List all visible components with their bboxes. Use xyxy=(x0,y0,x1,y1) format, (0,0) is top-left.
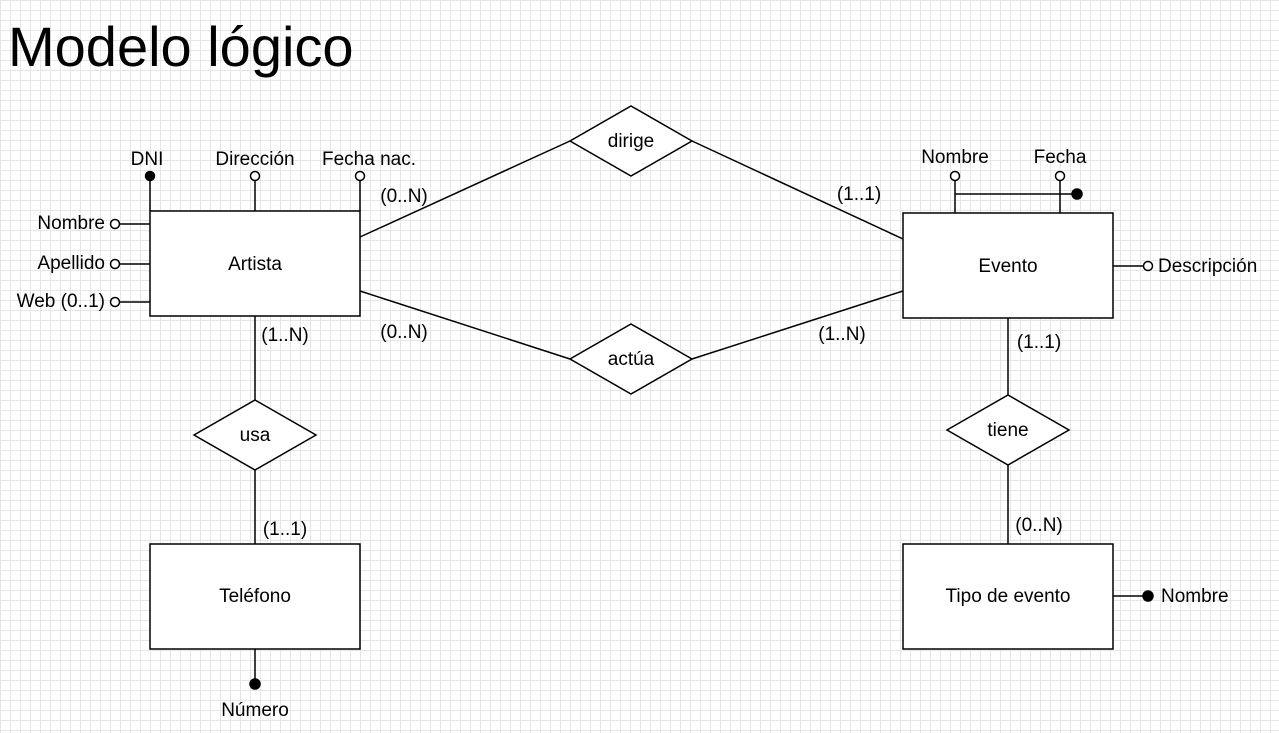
relationship-usa[interactable]: usa xyxy=(192,399,318,471)
attribute-circle-direccion xyxy=(249,170,261,182)
cardinality-tipo-tiene: (0..N) xyxy=(1015,515,1063,536)
entity-evento[interactable]: Evento xyxy=(902,212,1114,319)
cardinality-evento-dirige: (1..1) xyxy=(837,184,881,205)
relationship-actua[interactable]: actúa xyxy=(568,323,694,395)
attribute-circle-nombre xyxy=(109,218,121,230)
relationship-tiene[interactable]: tiene xyxy=(945,394,1071,466)
entity-artista[interactable]: Artista xyxy=(149,210,361,317)
relationship-usa-label: usa xyxy=(240,425,271,446)
key-attribute-dot-tipo-nombre xyxy=(1142,590,1154,602)
attribute-circle-evento-nombre xyxy=(949,170,961,182)
diagram-title: Modelo lógico xyxy=(8,15,354,78)
attribute-label-direccion: Dirección xyxy=(215,149,294,170)
cardinality-evento-actua: (1..N) xyxy=(818,324,866,345)
edge-artista-actua xyxy=(359,290,571,360)
entity-telefono-label: Teléfono xyxy=(219,586,291,607)
attribute-label-tipo-nombre: Nombre xyxy=(1161,586,1229,607)
attribute-label-nombre: Nombre xyxy=(37,213,105,234)
key-attribute-dot-dni xyxy=(144,170,156,182)
attribute-label-apellido: Apellido xyxy=(37,253,105,274)
edge-actua-evento xyxy=(691,290,904,360)
attribute-label-descripcion: Descripción xyxy=(1158,256,1257,277)
attribute-label-web: Web (0..1) xyxy=(17,291,105,312)
attribute-label-numero: Número xyxy=(221,700,289,721)
key-attribute-dot-numero xyxy=(249,678,261,690)
relationship-dirige-label: dirige xyxy=(608,131,654,152)
cardinality-evento-tiene: (1..1) xyxy=(1017,332,1061,353)
relationship-tiene-label: tiene xyxy=(987,420,1028,441)
entity-evento-label: Evento xyxy=(978,256,1037,277)
attribute-label-dni: DNI xyxy=(131,149,164,170)
cardinality-artista-usa: (1..N) xyxy=(261,325,309,346)
attribute-label-evento-nombre: Nombre xyxy=(921,147,989,168)
attribute-circle-web xyxy=(109,296,121,308)
relationship-actua-label: actúa xyxy=(608,349,655,370)
composite-key-dot xyxy=(1071,188,1083,200)
entity-telefono[interactable]: Teléfono xyxy=(149,543,361,650)
cardinality-artista-actua: (0..N) xyxy=(380,322,428,343)
edge-artista-dirige xyxy=(359,140,571,238)
cardinality-artista-dirige: (0..N) xyxy=(380,186,428,207)
relationship-dirige[interactable]: dirige xyxy=(568,105,694,177)
edge-dirige-evento xyxy=(691,140,904,240)
attribute-label-evento-fecha: Fecha xyxy=(1034,147,1087,168)
entity-artista-label: Artista xyxy=(228,254,282,275)
entity-tipo-evento-label: Tipo de evento xyxy=(946,586,1071,607)
attribute-circle-fecha-nac xyxy=(354,170,366,182)
cardinality-telefono-usa: (1..1) xyxy=(263,519,307,540)
attribute-circle-evento-fecha xyxy=(1054,170,1066,182)
entity-tipo-evento[interactable]: Tipo de evento xyxy=(902,543,1114,650)
attribute-circle-descripcion xyxy=(1142,260,1154,272)
attribute-label-fecha-nac: Fecha nac. xyxy=(322,149,416,170)
attribute-circle-apellido xyxy=(109,258,121,270)
